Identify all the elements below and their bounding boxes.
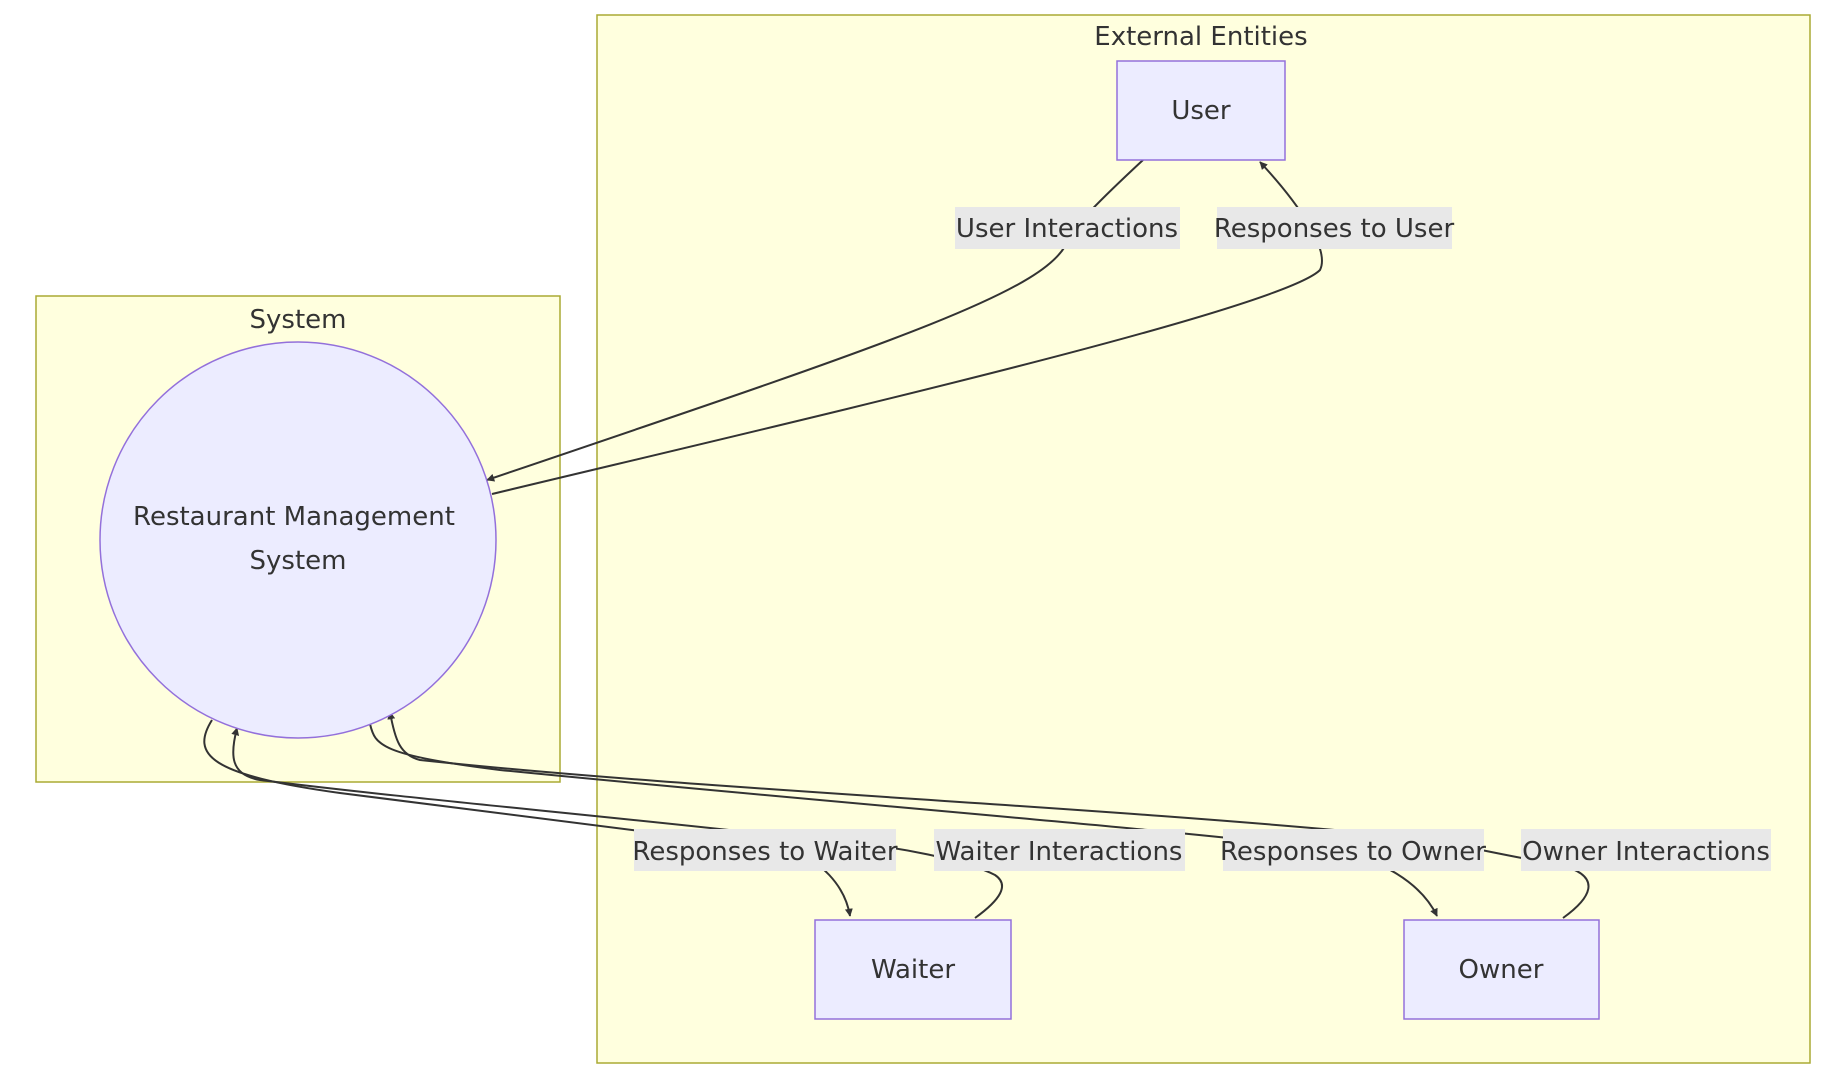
node-waiter[interactable]: Waiter [814, 919, 1012, 1020]
waiter-box [814, 919, 1012, 1020]
edge-label-responses-to-user: Responses to User [1214, 207, 1455, 249]
edge-label-bg [1223, 829, 1484, 871]
cluster-external-box [596, 14, 1811, 1064]
cluster-system-title: System [250, 305, 347, 335]
edge-label-bg [1521, 829, 1771, 871]
edge-label-bg [955, 207, 1180, 249]
edge-waiter-interactions[interactable] [231, 727, 1004, 919]
edge-label-bg [634, 829, 896, 871]
edge-label-bg [934, 829, 1185, 871]
edge-label-responses-to-owner: Responses to Owner [1220, 829, 1486, 871]
waiter-label: Waiter [871, 955, 955, 985]
cluster-external-title: External Entities [1094, 22, 1307, 52]
edge-label-responses-to-waiter: Responses to Waiter [632, 829, 898, 871]
cluster-external-entities: External Entities [596, 14, 1811, 1064]
edge-label-text: Waiter Interactions [936, 837, 1183, 867]
edge-label-bg [1217, 207, 1452, 249]
owner-label: Owner [1459, 955, 1544, 985]
edge-label-owner-interactions: Owner Interactions [1521, 829, 1771, 871]
node-owner[interactable]: Owner [1403, 919, 1600, 1020]
edge-label-text: Owner Interactions [1522, 837, 1770, 867]
edge-label-text: User Interactions [956, 214, 1178, 244]
user-box [1116, 60, 1286, 161]
edge-label-text: Responses to Waiter [632, 837, 897, 867]
edge-label-text: Responses to Owner [1220, 837, 1486, 867]
rms-label-line1: Restaurant Management [133, 502, 455, 532]
edge-label-waiter-interactions: Waiter Interactions [934, 829, 1185, 871]
node-restaurant-management-system[interactable]: Restaurant Management System [99, 341, 497, 739]
rms-circle [99, 341, 497, 739]
user-label: User [1171, 96, 1231, 126]
node-user[interactable]: User [1116, 60, 1286, 161]
rms-label-line2: System [250, 546, 347, 576]
owner-box [1403, 919, 1600, 1020]
edge-label-text: Responses to User [1214, 214, 1455, 244]
edge-label-user-interactions: User Interactions [955, 207, 1180, 249]
